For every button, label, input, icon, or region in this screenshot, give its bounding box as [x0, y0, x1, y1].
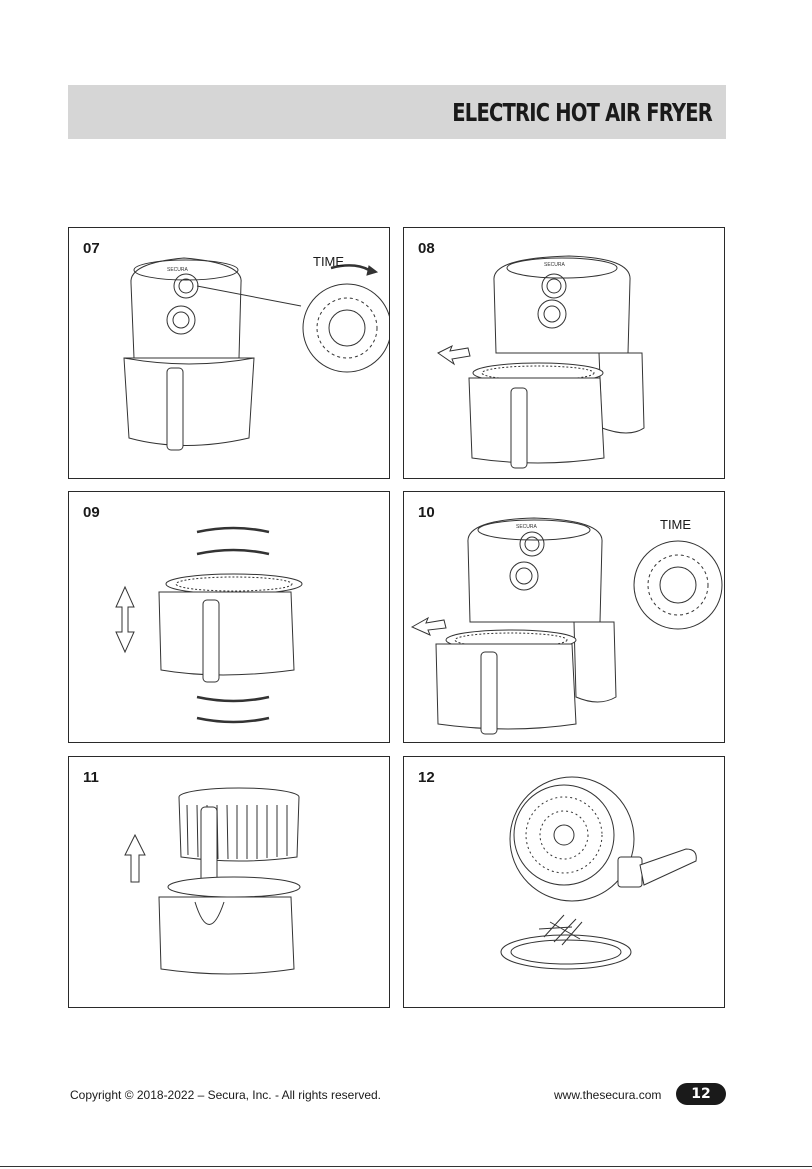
fryer-insert-basket-illustration: TIME SECURA [404, 492, 724, 742]
step-panel-12: 12 [403, 756, 725, 1008]
fryer-remove-basket-illustration: SECURA [404, 228, 724, 478]
fryer-timer-illustration: TIME SECURA [69, 228, 389, 478]
step-number: 11 [83, 769, 99, 786]
step-panel-07: TIME SECURA 07 [68, 227, 390, 479]
step-panel-11: 11 [68, 756, 390, 1008]
bottom-rule [0, 1166, 812, 1167]
step-panel-08: SECURA 08 [403, 227, 725, 479]
step-number: 08 [418, 240, 435, 257]
step-number: 12 [418, 769, 435, 786]
basket-empty-illustration [404, 757, 724, 1007]
brand-label: SECURA [516, 524, 538, 530]
website-link[interactable]: www.thesecura.com [554, 1088, 661, 1102]
step-number: 09 [83, 504, 100, 521]
time-label: TIME [313, 254, 344, 269]
step-number: 07 [83, 240, 100, 257]
basket-shake-illustration [69, 492, 389, 742]
page-number-badge: 12 [676, 1083, 726, 1105]
step-number: 10 [418, 504, 435, 521]
basket-separate-illustration [69, 757, 389, 1007]
time-label: TIME [660, 517, 691, 532]
brand-label: SECURA [167, 267, 189, 273]
step-panel-10: TIME SECURA 10 [403, 491, 725, 743]
page-title: ELECTRIC HOT AIR FRYER [452, 98, 712, 127]
step-panel-09: 09 [68, 491, 390, 743]
brand-label: SECURA [544, 262, 566, 268]
copyright-text: Copyright © 2018-2022 – Secura, Inc. - A… [70, 1088, 381, 1102]
header-band: ELECTRIC HOT AIR FRYER [68, 85, 726, 139]
